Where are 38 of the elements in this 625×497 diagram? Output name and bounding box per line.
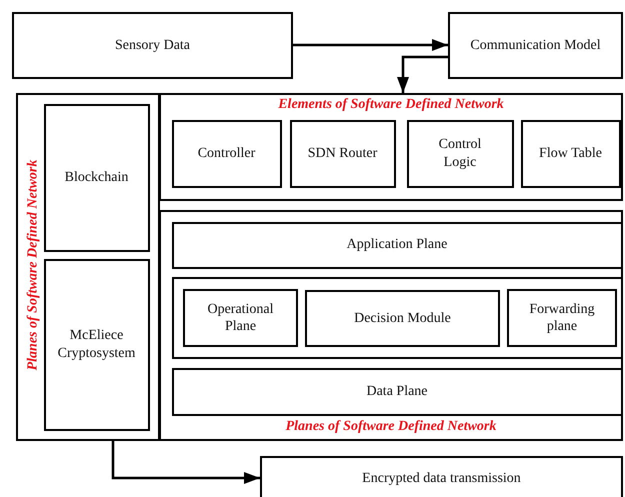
panel bbox=[159, 93, 623, 201]
process-box bbox=[406, 120, 514, 188]
panel-heading: Elements of Software Defined Network bbox=[277, 97, 505, 113]
process-box bbox=[290, 120, 396, 188]
panel-heading: Planes of Software Defined Network bbox=[24, 160, 41, 370]
arrow bbox=[112, 441, 260, 484]
process-box bbox=[305, 290, 500, 347]
process-box bbox=[172, 368, 622, 416]
arrow bbox=[397, 56, 448, 93]
process-box bbox=[183, 289, 298, 347]
process-box bbox=[172, 120, 282, 188]
process-box bbox=[44, 258, 150, 430]
box-label: Application Plane bbox=[346, 236, 448, 254]
panel bbox=[16, 93, 160, 441]
box-label: Control Logic bbox=[438, 136, 482, 171]
process-box bbox=[507, 289, 617, 347]
module-group-box bbox=[172, 276, 622, 358]
panel-heading: Planes of Software Defined Network bbox=[284, 419, 498, 435]
process-box bbox=[520, 120, 620, 188]
process-box bbox=[448, 12, 623, 79]
box-label: Blockchain bbox=[64, 168, 128, 186]
box-label: Communication Model bbox=[470, 36, 601, 54]
box-label: Forwarding plane bbox=[528, 300, 596, 336]
box-label: Flow Table bbox=[539, 144, 602, 162]
panel bbox=[159, 210, 623, 441]
box-label: Decision Module bbox=[354, 310, 451, 328]
box-label: McEliece Cryptosystem bbox=[56, 327, 136, 362]
box-label: Operational Plane bbox=[206, 300, 275, 336]
process-box bbox=[260, 456, 623, 497]
box-label: Encrypted data transmission bbox=[362, 470, 521, 488]
arrow bbox=[293, 39, 448, 51]
process-box bbox=[12, 12, 293, 79]
box-label: Data Plane bbox=[366, 382, 428, 400]
box-label: Controller bbox=[198, 144, 256, 162]
process-box bbox=[172, 222, 622, 268]
box-label: Sensory Data bbox=[114, 36, 190, 54]
process-box bbox=[44, 104, 150, 252]
box-label: SDN Router bbox=[308, 144, 378, 162]
